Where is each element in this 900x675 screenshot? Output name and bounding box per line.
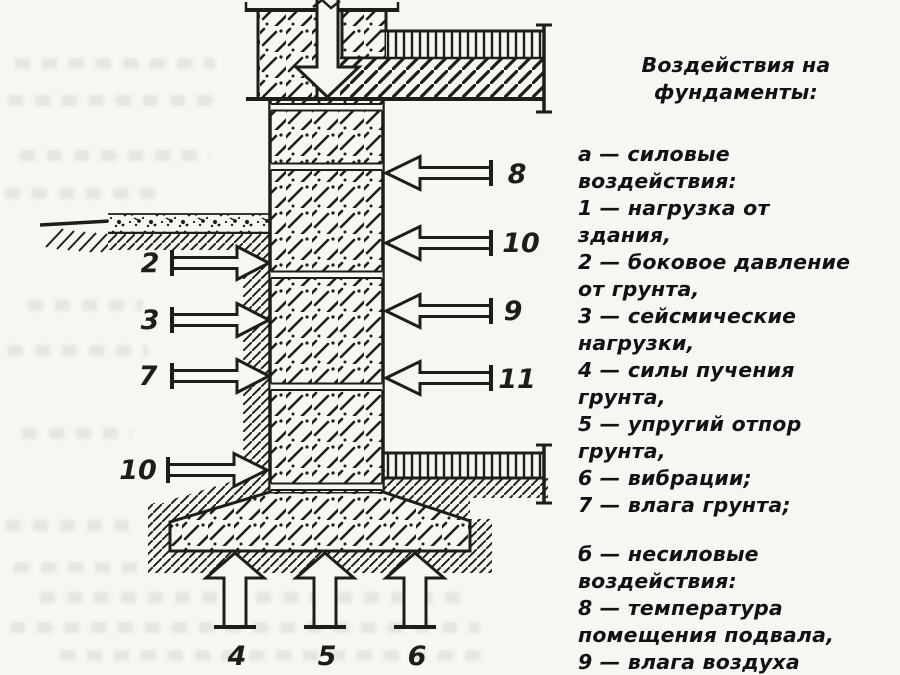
building-load-arrow bbox=[292, 0, 363, 100]
legend-item-line: 8 — температура bbox=[578, 596, 783, 620]
bleed-through-artifact bbox=[40, 592, 460, 603]
lateral-arrows-left bbox=[166, 244, 273, 489]
legend-item-line: 2 — боковое давление bbox=[578, 250, 851, 274]
arrow-label-9: 9 bbox=[504, 296, 523, 327]
legend-heading-line: а — силовые bbox=[578, 142, 730, 166]
arrow-shaft-break-mark bbox=[312, 0, 341, 10]
foundation-wall bbox=[268, 99, 385, 492]
arrow-right-9 bbox=[382, 292, 493, 330]
legend: Воздействия на фундаменты: а — силовые в… bbox=[578, 52, 894, 675]
arrow-label-10-left: 10 bbox=[119, 455, 157, 486]
legend-heading-line: б — несиловые bbox=[578, 542, 759, 566]
bleed-through-artifact bbox=[22, 428, 132, 439]
legend-title: Воздействия на фундаменты: bbox=[578, 52, 894, 106]
legend-heading-line: воздействия: bbox=[578, 569, 737, 593]
legend-item-line: 5 — упругий отпор bbox=[578, 412, 802, 436]
bleed-through-artifact bbox=[15, 58, 215, 69]
arrow-left-7 bbox=[170, 357, 273, 395]
arrow-label-3: 3 bbox=[141, 305, 160, 336]
uplift-arrows bbox=[201, 551, 449, 629]
legend-heading-line: воздействия: bbox=[578, 169, 737, 193]
arrow-label-5: 5 bbox=[318, 641, 337, 672]
lateral-arrows-right bbox=[382, 154, 493, 397]
bleed-through-artifact bbox=[8, 345, 148, 356]
ground-hatch-under-blind-area bbox=[108, 234, 270, 250]
legend-item-line: помещения подвала, bbox=[578, 623, 835, 647]
legend-item-line: грунта, bbox=[578, 385, 666, 409]
legend-item-line: 1 — нагрузка от bbox=[578, 196, 770, 220]
brick-wall-left-part bbox=[256, 8, 319, 101]
bleed-through-artifact bbox=[14, 562, 164, 573]
basement-floor bbox=[383, 443, 552, 505]
arrow-labels: 2 3 7 10 8 10 9 11 4 5 6 bbox=[119, 159, 540, 672]
ground-hatch-under-basement-floor bbox=[383, 478, 548, 498]
legend-section-nonforce-impacts: б — несиловые воздействия: 8 — температу… bbox=[578, 541, 894, 675]
legend-item-line: 9 — влага воздуха bbox=[578, 650, 800, 674]
arrow-left-10 bbox=[166, 451, 271, 489]
foundation-section-diagram: 2 3 7 10 8 10 9 11 4 5 6 bbox=[39, 0, 552, 672]
arrow-right-8 bbox=[382, 154, 493, 192]
legend-section-force-impacts: а — силовые воздействия: 1 — нагрузка от… bbox=[578, 141, 894, 519]
legend-item-line: 4 — силы пучения bbox=[578, 358, 795, 382]
arrow-left-3 bbox=[170, 301, 273, 339]
ground-floor-structure bbox=[246, 23, 552, 114]
arrow-label-11: 11 bbox=[498, 364, 536, 395]
arrow-label-10-right: 10 bbox=[502, 228, 540, 259]
bleed-through-artifact bbox=[28, 300, 143, 311]
arrow-label-2: 2 bbox=[141, 248, 160, 279]
arrow-right-11 bbox=[382, 359, 493, 397]
legend-item-line: 7 — влага грунта; bbox=[578, 493, 791, 517]
legend-item-line: здания, bbox=[578, 223, 672, 247]
legend-item-line: нагрузки, bbox=[578, 331, 695, 355]
arrow-label-4: 4 bbox=[227, 641, 247, 672]
foundation-joint-lines bbox=[270, 103, 383, 491]
legend-item-line: грунта, bbox=[578, 439, 666, 463]
bleed-through-artifact bbox=[20, 150, 210, 161]
brick-wall-right-part bbox=[340, 8, 388, 60]
wall-top-break-ticks bbox=[244, 2, 400, 12]
arrow-label-8: 8 bbox=[508, 159, 527, 190]
arrow-left-2 bbox=[170, 244, 273, 282]
legend-item-line: от грунта, bbox=[578, 277, 700, 301]
blind-area-gravel-strip bbox=[108, 213, 270, 235]
floor-slab bbox=[340, 58, 544, 99]
bleed-through-artifact bbox=[5, 188, 155, 199]
ground-surface-left bbox=[39, 219, 119, 253]
bleed-through-artifact bbox=[6, 520, 136, 531]
arrow-label-6: 6 bbox=[408, 641, 427, 672]
arrow-right-10 bbox=[382, 224, 493, 262]
arrow-label-7: 7 bbox=[139, 361, 158, 392]
bleed-through-artifact bbox=[60, 650, 490, 661]
legend-item-line: 3 — сейсмические bbox=[578, 304, 797, 328]
ground-hatch-strokes bbox=[45, 228, 119, 253]
basement-floor-planks bbox=[386, 453, 544, 478]
legend-title-line: Воздействия на bbox=[641, 53, 831, 77]
arrow-tail-bars-left bbox=[166, 250, 174, 483]
bleed-through-artifact bbox=[8, 95, 223, 106]
floor-planks bbox=[386, 31, 544, 58]
legend-title-line: фундаменты: bbox=[654, 80, 818, 104]
legend-item-line: 6 — вибрации; bbox=[578, 466, 752, 490]
